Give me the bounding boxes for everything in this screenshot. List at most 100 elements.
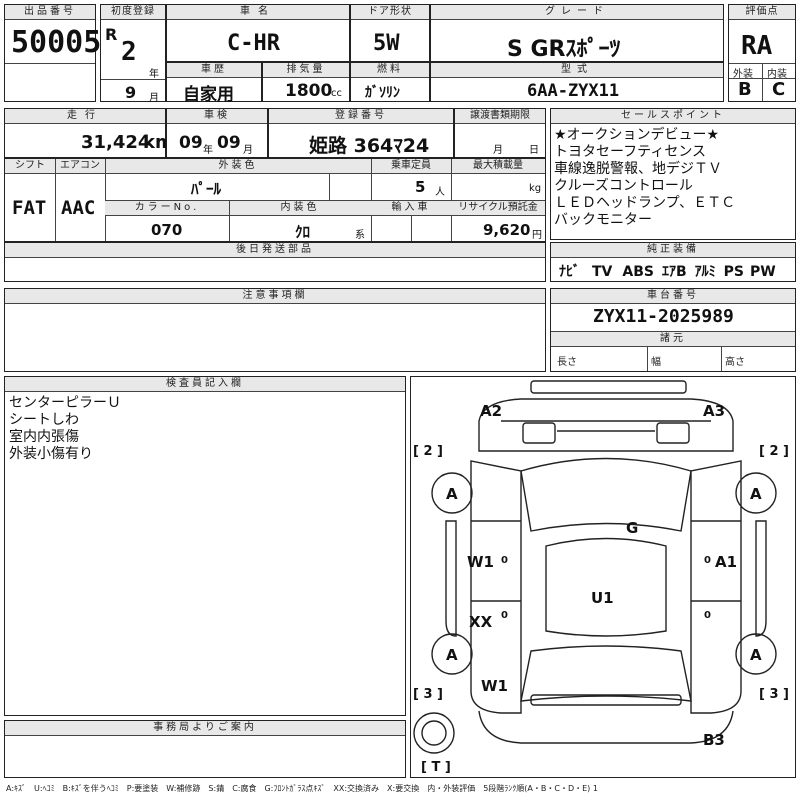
recycle-label: リサイクル預託金 bbox=[451, 201, 545, 216]
max-load-unit: kg bbox=[529, 183, 542, 194]
inspector-label: 検査員記入欄 bbox=[5, 377, 405, 392]
aircon-label: エアコン bbox=[55, 159, 105, 174]
spec-width-label: 幅 bbox=[651, 357, 661, 368]
recycle-value: 9,620 bbox=[483, 221, 531, 239]
inspection-month-unit: 月 bbox=[243, 145, 253, 156]
inspection-year-unit: 年 bbox=[203, 145, 213, 156]
first-registration-box: 初度登録 R 2 年 9 月 bbox=[100, 4, 166, 104]
grade-value: S GRｽﾎﾟｰﾂ bbox=[507, 37, 621, 62]
transfer-day-unit: 日 bbox=[529, 145, 539, 156]
mark-b3: B3 bbox=[703, 731, 725, 749]
transfer-deadline-label: 譲渡書類期限 bbox=[455, 109, 545, 124]
sales-point-line: ＬＥＤヘッドランプ、ＥＴＣ bbox=[554, 195, 736, 211]
door-box: ドア形状 5W bbox=[350, 4, 430, 62]
capacity-unit: 人 bbox=[435, 187, 445, 198]
exterior-color-value: ﾊﾟｰﾙ bbox=[191, 180, 222, 198]
history-value: 自家用 bbox=[183, 85, 234, 105]
displacement-value: 1800 bbox=[285, 81, 333, 101]
notes-box: 注意事項欄 bbox=[4, 288, 546, 372]
lot-label: 出品番号 bbox=[5, 5, 95, 20]
equipment-item: PS bbox=[723, 264, 744, 280]
exterior-score: B bbox=[738, 79, 752, 100]
bracket-3-right: [ 3 ] bbox=[759, 687, 789, 702]
first-registration-label: 初度登録 bbox=[101, 5, 165, 20]
lot-box: 出品番号 50005 bbox=[4, 4, 101, 102]
chassis-box: 車台番号 ZYX11-2025989 諸元 長さ 幅 高さ bbox=[550, 288, 796, 372]
mileage-box: 走行 31,424 km bbox=[4, 108, 174, 158]
inspector-line: 外装小傷有り bbox=[9, 446, 93, 462]
mileage-label: 走行 bbox=[5, 109, 165, 124]
mileage-value: 31,424 bbox=[81, 132, 151, 153]
model-label: 型式 bbox=[431, 63, 723, 78]
spec-grid-box: シフト エアコン 外装色 乗車定員 最大積載量 FAT AAC ﾊﾟｰﾙ 5 人… bbox=[4, 158, 546, 242]
bracket-3-left: [ 3 ] bbox=[413, 687, 443, 702]
later-parts-label: 後日発送部品 bbox=[5, 243, 545, 258]
inspection-label: 車検 bbox=[167, 109, 267, 124]
first-registration-year: 2 bbox=[121, 37, 137, 67]
inspection-box: 車検 09 年 09 月 bbox=[166, 108, 268, 158]
tire-fl: A bbox=[446, 485, 458, 503]
equipment-item: PW bbox=[750, 264, 776, 280]
overall-score: RA bbox=[741, 31, 773, 61]
first-registration-month: 9 bbox=[125, 83, 137, 102]
equipment-item: ｱﾙﾐ bbox=[694, 264, 716, 280]
interior-score-label: 内装 bbox=[767, 69, 787, 80]
mark-a2: A2 bbox=[480, 402, 502, 420]
car-diagram: A2 A3 G U1 W1 A1 XX W1 B3 A A A A [ 2 ] … bbox=[413, 380, 789, 775]
exterior-color-label: 外装色 bbox=[105, 159, 371, 174]
car-name-label: 車名 bbox=[167, 5, 349, 20]
color-no-label: カラーNo. bbox=[105, 201, 229, 216]
interior-color-label: 内装色 bbox=[229, 201, 371, 216]
interior-score: C bbox=[772, 79, 786, 100]
spec-height-label: 高さ bbox=[725, 357, 745, 368]
tire-rr: A bbox=[750, 646, 762, 664]
mark-g: G bbox=[626, 519, 638, 537]
spare-label: [ T ] bbox=[421, 760, 451, 775]
inspector-line: センターピラーＵ bbox=[9, 395, 121, 411]
office-label: 事務局よりご案内 bbox=[5, 721, 405, 736]
sales-point-line: トヨタセーフティセンス bbox=[554, 144, 707, 160]
car-name-box: 車名 C-HR bbox=[166, 4, 350, 62]
model-box: 型式 6AA-ZYX11 bbox=[430, 62, 724, 102]
mark-u1: U1 bbox=[591, 589, 614, 607]
later-parts-box: 後日発送部品 bbox=[4, 242, 546, 282]
office-box: 事務局よりご案内 bbox=[4, 720, 406, 778]
sales-point-line: ★オークションデビュー★ bbox=[554, 127, 720, 143]
mark-a1: A1 bbox=[715, 553, 737, 571]
interior-color-unit: 系 bbox=[355, 230, 365, 241]
bracket-2-left: [ 2 ] bbox=[413, 444, 443, 459]
bracket-2-right: [ 2 ] bbox=[759, 444, 789, 459]
inspector-line: シートしわ bbox=[9, 412, 79, 428]
mark-w1-lower: W1 bbox=[481, 677, 508, 695]
shift-value: FAT bbox=[12, 197, 47, 219]
sales-points-label: セールスポイント bbox=[551, 109, 795, 124]
sales-points-list: ★オークションデビュー★ トヨタセーフティセンス 車線逸脱警報、地デジＴＶ クル… bbox=[554, 127, 735, 229]
equipment-item: ｴｱB bbox=[661, 264, 687, 280]
grade-label: グレード bbox=[431, 5, 723, 20]
mark-w1-left: W1 bbox=[467, 553, 494, 571]
mark-zero: 0 bbox=[704, 555, 711, 566]
equipment-item: ﾅﾋﾞ bbox=[559, 264, 580, 280]
car-diagram-box: A2 A3 G U1 W1 A1 XX W1 B3 A A A A [ 2 ] … bbox=[410, 376, 796, 778]
month-unit: 月 bbox=[149, 93, 159, 104]
history-label: 車歴 bbox=[167, 63, 261, 78]
specs-label: 諸元 bbox=[551, 332, 795, 347]
lot-number: 50005 bbox=[11, 25, 102, 60]
inspector-notes: センターピラーＵ シートしわ 室内内張傷 外装小傷有り bbox=[9, 395, 121, 463]
spec-length-label: 長さ bbox=[557, 357, 577, 368]
color-no-value: 070 bbox=[151, 221, 183, 239]
plate-label: 登録番号 bbox=[269, 109, 453, 124]
chassis-number: ZYX11-2025989 bbox=[593, 306, 734, 327]
chassis-label: 車台番号 bbox=[551, 289, 795, 304]
displacement-box: 排気量 1800 cc bbox=[262, 62, 350, 102]
fuel-label: 燃料 bbox=[351, 63, 429, 78]
door-type: 5W bbox=[373, 31, 400, 56]
mark-zero: 0 bbox=[501, 555, 508, 566]
tire-rl: A bbox=[446, 646, 458, 664]
sales-point-line: バックモニター bbox=[554, 212, 652, 228]
exterior-score-label: 外装 bbox=[733, 69, 753, 80]
plate-box: 登録番号 姫路 364ﾏ24 bbox=[268, 108, 454, 158]
aircon-value: AAC bbox=[61, 197, 96, 219]
year-unit: 年 bbox=[149, 69, 159, 80]
